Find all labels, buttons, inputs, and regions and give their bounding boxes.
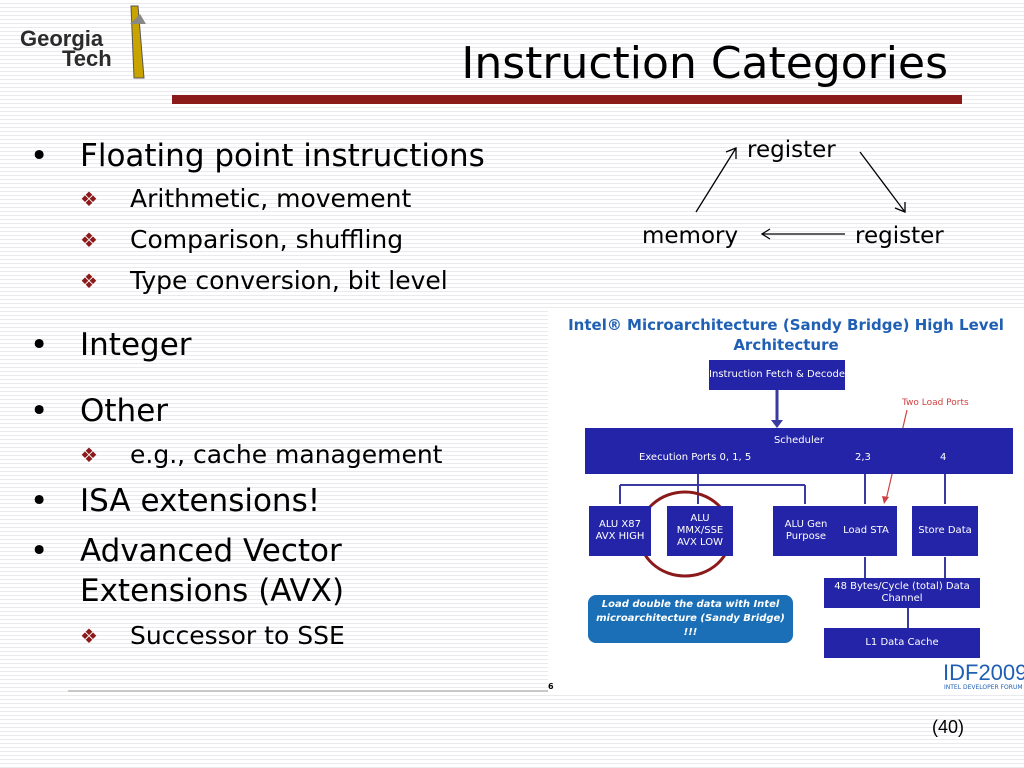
sub-bullet-text: Arithmetic, movement (130, 184, 412, 213)
diamond-bullet-icon: ❖ (80, 624, 98, 648)
diagram-title-line1: Intel® Microarchitecture (Sandy Bridge) … (568, 316, 1004, 334)
bullet-dot: • (30, 327, 49, 363)
exec-ports-label: Execution Ports 0, 1, 5 (639, 452, 752, 463)
flow-label-register-top: register (747, 137, 836, 163)
block-fetch-decode: Instruction Fetch & Decode (709, 360, 845, 390)
diamond-bullet-icon: ❖ (80, 443, 98, 467)
bullet-text: Integer (80, 327, 192, 363)
diamond-bullet-icon: ❖ (80, 228, 98, 252)
logo-text-tech: Tech (62, 46, 112, 71)
bullet-dot: • (30, 533, 49, 569)
footer-divider (68, 690, 548, 692)
block-scheduler: Scheduler Execution Ports 0, 1, 5 2,3 4 (585, 428, 1013, 474)
bullet-text: Advanced Vector Extensions (AVX) (80, 533, 345, 609)
flow-label-register-right: register (855, 223, 944, 249)
block-alu-mmx-sse: ALU MMX/SSE AVX LOW (667, 506, 733, 556)
flow-label-memory: memory (642, 223, 739, 249)
diagram-title-line2: Architecture (733, 336, 839, 354)
diamond-bullet-icon: ❖ (80, 269, 98, 293)
bullet-list: • Floating point instructions ❖ Arithmet… (0, 0, 560, 680)
bullet-text: Other (80, 393, 169, 429)
logo-text-georgia: Georgia (20, 26, 104, 51)
idf-logo-subtitle: INTEL DEVELOPER FORUM (944, 684, 1023, 691)
flow-arrows (695, 147, 906, 240)
slide-title: Instruction Categories (461, 38, 948, 89)
bullet-dot: • (30, 138, 49, 174)
sub-bullet-text: e.g., cache management (130, 440, 443, 469)
sub-bullet-text: Comparison, shuffling (130, 225, 404, 254)
sandy-bridge-diagram: Intel® Microarchitecture (Sandy Bridge) … (548, 310, 1024, 695)
bullet-dot: • (30, 393, 49, 429)
idf-logo: IDF2009 (943, 660, 1024, 685)
port-23-label: 2,3 (855, 452, 871, 463)
block-data-channel: 48 Bytes/Cycle (total) Data Channel (824, 578, 980, 608)
bullet-text: ISA extensions! (80, 483, 321, 519)
data-flow-diagram: register memory register (630, 130, 970, 260)
block-store-data: Store Data (912, 506, 978, 556)
block-alu-gen-purpose: ALU Gen Purpose (773, 506, 839, 556)
slide-page-number: (40) (931, 717, 964, 737)
sub-bullet-text: Successor to SSE (130, 621, 345, 650)
port-4-label: 4 (940, 452, 947, 463)
scheduler-label: Scheduler (773, 435, 825, 446)
block-l1-data-cache: L1 Data Cache (824, 628, 980, 658)
block-alu-x87: ALU X87 AVX HIGH (589, 506, 651, 556)
bullet-dot: • (30, 483, 49, 519)
diamond-bullet-icon: ❖ (80, 187, 98, 211)
georgia-tech-logo: Georgia Tech (12, 4, 152, 84)
sub-bullet-text: Type conversion, bit level (130, 266, 448, 295)
note-two-load-ports: Two Load Ports (902, 398, 969, 408)
title-underline (172, 95, 962, 104)
block-load-sta: Load STA (835, 506, 897, 556)
bullet-text: Floating point instructions (80, 138, 485, 174)
diagram-page-number: 6 (548, 682, 554, 691)
callout-load-double: Load double the data with Intel microarc… (588, 595, 793, 643)
